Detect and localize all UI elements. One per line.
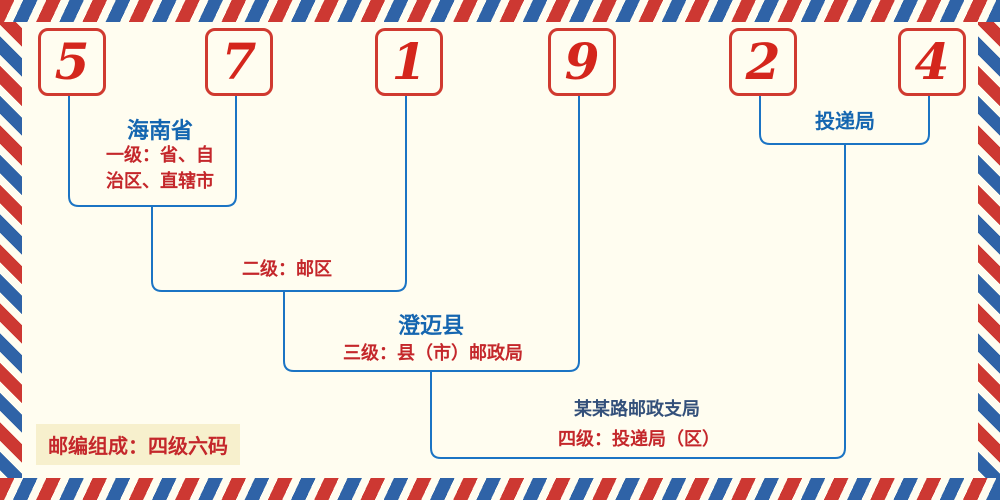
airmail-border-right	[978, 0, 1000, 500]
delivery-office-label: 投递局	[815, 109, 875, 133]
digit-5: 2	[745, 32, 781, 91]
digit-box-4: 9	[548, 28, 616, 96]
composition-badge: 邮编组成：四级六码	[36, 424, 240, 465]
level1-region-name: 海南省	[126, 119, 194, 144]
digit-box-5: 2	[729, 28, 797, 96]
digit-box-2: 7	[205, 28, 273, 96]
level3-label: 三级：县（市）邮政局	[343, 343, 523, 364]
digit-2: 7	[221, 32, 257, 91]
level2-label: 二级：邮区	[242, 259, 332, 280]
digit-box-3: 1	[375, 28, 443, 96]
airmail-border-top	[0, 0, 1000, 22]
level4-bracket	[430, 143, 846, 459]
digit-box-6: 4	[898, 28, 966, 96]
level2-bracket	[151, 89, 407, 292]
level4-label: 四级：投递局（区）	[558, 429, 720, 450]
level1-label-line2: 治区、直辖市	[106, 171, 214, 192]
level1-label-line1: 一级：省、自	[106, 145, 214, 166]
digit-box-1: 5	[38, 28, 106, 96]
level1-label: 一级：省、自 治区、直辖市	[106, 143, 214, 195]
digit-4: 9	[564, 32, 600, 91]
delivery-bracket	[759, 89, 930, 145]
airmail-border-left	[0, 0, 22, 500]
level3-region-name: 澄迈县	[397, 314, 465, 339]
digit-1: 5	[54, 32, 90, 91]
digit-6: 4	[914, 32, 950, 91]
level4-branch-name: 某某路邮政支局	[574, 399, 700, 420]
digit-3: 1	[391, 32, 427, 91]
airmail-border-bottom	[0, 478, 1000, 500]
